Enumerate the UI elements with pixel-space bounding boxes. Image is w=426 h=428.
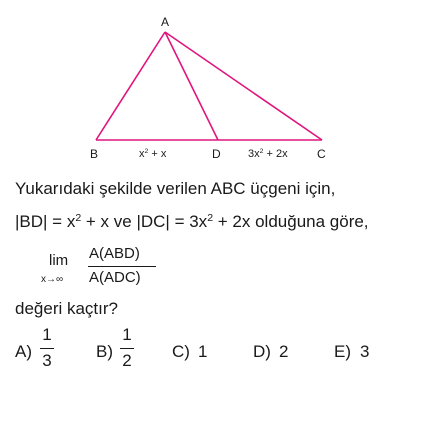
option-value: 1 — [198, 342, 208, 361]
option-d[interactable]: D) 2 — [253, 325, 303, 375]
option-letter: B) — [96, 342, 113, 361]
option-e[interactable]: E) 3 — [334, 325, 384, 375]
limit-numerator: A(ABD) — [89, 245, 140, 262]
vertex-label-b: B — [90, 147, 99, 161]
limit-word: lim — [49, 252, 69, 269]
side-ac — [164, 31, 323, 141]
triangle-drawing — [95, 31, 323, 141]
answer-options: A) 1 3 B) 1 2 C) 1 D) 2 E) 3 — [0, 325, 426, 375]
option-b[interactable]: B) 1 2 — [96, 325, 146, 375]
segment-label-bd: x2 + x — [139, 148, 167, 160]
option-fraction: 1 3 — [40, 325, 54, 375]
option-denominator: 2 — [122, 351, 132, 370]
option-a[interactable]: A) 1 3 — [15, 325, 65, 375]
limit-denominator: A(ADC) — [89, 269, 141, 286]
option-letter: C) — [172, 342, 190, 361]
question-line-2: |BD| = x2 + x ve |DC| = 3x2 + 2x olduğun… — [15, 212, 369, 231]
question-line-1: Yukarıdaki şekilde verilen ABC üçgeni iç… — [15, 179, 336, 198]
option-value: 3 — [360, 342, 370, 361]
option-fraction-bar — [40, 348, 54, 349]
limit-subscript: x→∞ — [41, 274, 64, 285]
option-numerator: 1 — [42, 325, 52, 344]
option-letter: D) — [253, 342, 271, 361]
option-value: 2 — [279, 342, 289, 361]
limit-expression: lim x→∞ A(ABD) A(ADC) — [41, 245, 161, 289]
segment-ad — [164, 31, 219, 141]
fraction-bar — [88, 266, 156, 267]
vertex-label-a: A — [161, 15, 170, 29]
segment-label-dc: 3x2 + 2x — [248, 148, 288, 160]
option-fraction: 1 2 — [120, 325, 134, 375]
option-denominator: 3 — [42, 351, 52, 370]
side-ab — [95, 31, 166, 141]
vertex-label-c: C — [317, 147, 326, 161]
option-letter: A) — [15, 342, 32, 361]
option-letter: E) — [334, 342, 351, 361]
option-c[interactable]: C) 1 — [172, 325, 222, 375]
option-numerator: 1 — [122, 325, 132, 344]
option-fraction-bar — [120, 348, 134, 349]
triangle-figure: A B D C x2 + x 3x2 + 2x — [0, 0, 426, 170]
question-line-4: değeri kaçtır? — [15, 299, 118, 318]
vertex-label-d: D — [212, 147, 221, 161]
